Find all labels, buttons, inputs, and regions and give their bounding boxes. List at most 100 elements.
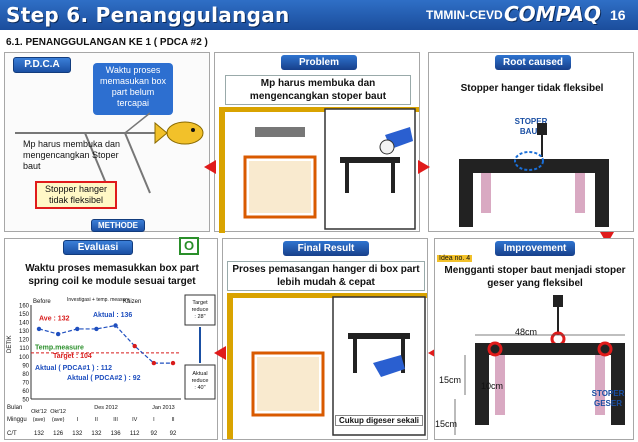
bulan-value: Okt'12: [50, 409, 66, 415]
minggu-value: (ave): [52, 417, 65, 423]
data-point: [36, 326, 42, 332]
anno-ave: Ave : 132: [39, 315, 70, 322]
target-reduce-box: [184, 294, 216, 326]
dim-h3: 15cm: [435, 419, 458, 429]
page-title: Step 6. Penanggulangan: [6, 3, 290, 27]
y-tick-label: 140: [19, 321, 30, 327]
stoper-geser-label: STOPER GESER: [591, 389, 625, 408]
y-tick-label: 50: [22, 398, 29, 404]
ct-label: C/T: [7, 431, 17, 437]
data-point: [113, 323, 118, 328]
section-invest: Investigasi + temp. measure: [67, 297, 130, 303]
problem-illustration: [219, 107, 419, 233]
ct-value: 132: [91, 431, 102, 437]
arrow-problem-to-pdca: [204, 160, 216, 174]
root-cause-header: Root caused: [495, 55, 571, 70]
stoper-baut-label: STOPER BAUT: [514, 117, 548, 136]
fishbone-diagram: [15, 112, 204, 194]
fish-head-note: Waktu proses memasukan box part belum te…: [93, 63, 173, 115]
idea-label: Idea no. 4: [437, 255, 473, 262]
minggu-value: (ave): [33, 417, 46, 423]
section-kaizen: Kaizen: [123, 299, 141, 305]
problem-caption: Mp harus membuka dan mengencangkan stope…: [225, 75, 411, 105]
bulan-value: Des 2012: [94, 405, 118, 411]
target-reduce-l2: reduce: [192, 307, 209, 313]
cause-box-2: Stopper hanger tidak fleksibel: [35, 181, 117, 209]
dim-h1: 15cm: [439, 375, 462, 385]
evaluasi-chart: 5060708090100110120130140150160DETIKBefo…: [7, 294, 216, 437]
aktual-reduce-l1: Aktual: [192, 371, 207, 377]
header-bar: Step 6. Penanggulangan TMMIN-CEVD COMPAQ…: [0, 0, 638, 30]
y-tick-label: 130: [19, 329, 30, 335]
brand-logo: COMPAQ: [504, 2, 601, 26]
bulan-value: Jan 2013: [152, 405, 175, 411]
y-tick-label: 110: [19, 346, 29, 352]
minggu-value: I: [77, 417, 79, 423]
section-subtitle: 6.1. PENANGGULANGAN KE 1 ( PDCA #2 ): [6, 37, 208, 48]
bulan-label: Bulan: [7, 405, 22, 411]
ct-value: 126: [53, 431, 64, 437]
y-tick-label: 70: [22, 380, 29, 386]
data-point: [132, 343, 137, 349]
ct-value: 92: [170, 431, 177, 437]
cause-text-1: Mp harus membuka dan mengencangkan Stope…: [23, 139, 121, 171]
pdca-tag: P.D.C.A: [13, 57, 71, 73]
series-line: [38, 324, 173, 364]
method-tag: METHODE: [91, 219, 145, 232]
anno-temp: Temp.measure: [35, 344, 84, 351]
aktual-reduce-l2: reduce: [192, 378, 209, 384]
evaluasi-tag: Evaluasi: [63, 240, 133, 255]
arrow-problem-to-root: [418, 160, 430, 174]
final-result-note: Cukup digeser sekali: [335, 415, 423, 426]
y-tick-label: 150: [19, 312, 30, 318]
y-tick-label: 160: [19, 304, 30, 310]
root-cause-diagram: [459, 123, 609, 227]
minggu-value: I: [153, 417, 155, 423]
data-point: [151, 360, 157, 366]
dim-width: 48cm: [515, 327, 538, 337]
problem-header: Problem: [281, 55, 357, 70]
ct-value: 132: [72, 431, 83, 437]
evaluasi-status: O: [179, 237, 199, 255]
data-point: [170, 360, 176, 366]
aktual-reduce-box: [184, 364, 216, 400]
problem-panel: Problem Mp harus membuka dan mengencangk…: [214, 52, 420, 233]
aktual-reduce-l3: : 40": [194, 385, 205, 391]
arrow-final-to-evaluasi: [214, 346, 226, 360]
improvement-header: Improvement: [495, 241, 575, 256]
ct-value: 132: [34, 431, 45, 437]
minggu-value: II: [95, 417, 99, 423]
data-point: [55, 331, 61, 337]
ct-value: 112: [130, 431, 140, 437]
y-tick-label: 80: [22, 372, 29, 378]
y-tick-label: 90: [22, 363, 29, 369]
ct-value: 136: [111, 431, 122, 437]
improvement-panel: Idea no. 4 Improvement Mengganti stoper …: [434, 238, 634, 440]
root-cause-caption: Stopper hanger tidak fleksibel: [460, 83, 604, 94]
anno-pdca1: Aktual ( PDCA#1 ) : 112: [35, 365, 112, 372]
anno-aktual: Aktual : 136: [93, 312, 132, 319]
y-axis-label: DETIK: [7, 335, 13, 353]
minggu-value: IV: [132, 417, 138, 423]
y-tick-label: 100: [19, 355, 30, 361]
page-number: 16: [610, 7, 626, 23]
pdca-panel: P.D.C.A Waktu proses memasukan box part …: [4, 52, 210, 232]
final-result-caption: Proses pemasangan hanger di box part leb…: [227, 261, 425, 291]
y-tick-label: 120: [19, 338, 30, 344]
minggu-value: II: [171, 417, 175, 423]
final-result-header: Final Result: [283, 241, 369, 256]
data-point: [94, 326, 99, 332]
ct-value: 92: [151, 431, 158, 437]
dim-h2: 10cm: [481, 381, 504, 391]
minggu-value: III: [113, 417, 118, 423]
improvement-diagram: [454, 295, 625, 435]
evaluasi-panel: Evaluasi O Waktu proses memasukkan box p…: [4, 237, 218, 440]
target-reduce-l1: Target: [192, 300, 208, 306]
minggu-label: Minggu: [7, 417, 27, 423]
anno-target: Target : 104: [53, 353, 92, 360]
bulan-value: Okt'12: [31, 409, 47, 415]
org-label: TMMIN-CEVD: [426, 8, 503, 22]
final-result-illustration: [227, 293, 427, 439]
root-cause-panel: Root caused Stopper hanger tidak fleksib…: [428, 52, 634, 232]
target-reduce-l3: : 28": [194, 314, 205, 320]
